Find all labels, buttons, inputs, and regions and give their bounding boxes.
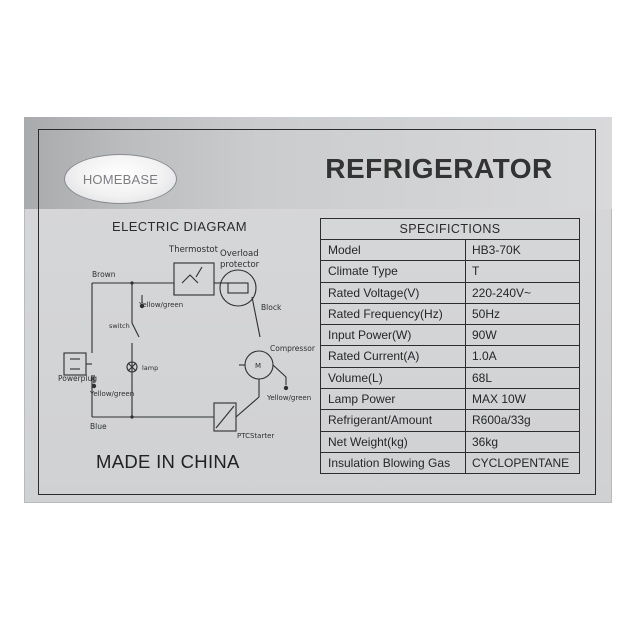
spec-row: Rated Frequency(Hz) 50Hz (321, 303, 579, 326)
electric-diagram: Thermostot Overload protector Brown Yell… (58, 245, 316, 440)
label-switch: switch (109, 322, 130, 330)
spec-row: Rated Current(A) 1.0A (321, 346, 579, 368)
spec-row: Model HB3-70K (321, 240, 579, 262)
spec-value: 50Hz (472, 306, 501, 321)
spec-row: Climate Type T (321, 261, 579, 283)
diagram-title: ELECTRIC DIAGRAM (112, 219, 247, 234)
rating-label-plate: HOMEBASE REFRIGERATOR ELECTRIC DIAGRAM (24, 117, 612, 503)
label-blue: Blue (90, 422, 107, 431)
spec-value: T (472, 264, 480, 279)
spec-key: Volume(L) (321, 367, 466, 389)
label-powerplug: Powerplug (58, 374, 97, 383)
spec-key: Insulation Blowing Gas (321, 452, 466, 474)
spec-value: CYCLOPENTANE (472, 455, 570, 470)
spec-row: Insulation Blowing Gas CYCLOPENTANE (321, 452, 579, 474)
spec-key: Rated Current(A) (321, 346, 466, 367)
label-overload-1: Overload (220, 249, 259, 259)
overload-protector (219, 269, 257, 307)
spec-row: Net Weight(kg) 36kg (321, 431, 579, 453)
spec-value: HB3-70K (472, 243, 521, 257)
brand-logo: HOMEBASE (64, 154, 177, 204)
specifications-header: SPECIFICTIONS (321, 219, 579, 240)
spec-key: Rated Voltage(V) (321, 282, 466, 303)
brand-logo-text: HOMEBASE (82, 171, 159, 187)
spec-key: Rated Frequency(Hz) (321, 303, 466, 325)
specifications-rows: Model HB3-70K Climate Type T Rated Voltage(V… (321, 240, 579, 474)
spec-row: Input Power(W) 90W (321, 325, 579, 347)
spec-value: R600a/33g (472, 413, 531, 428)
spec-value: 36kg (472, 434, 499, 449)
label-yellow-green-2: Yellow/green (89, 390, 134, 398)
spec-key: Input Power(W) (321, 325, 466, 346)
spec-value: 220-240V~ (472, 285, 532, 300)
label-compressor: Compressor (270, 344, 316, 353)
spec-value: 1.0A (472, 349, 497, 364)
label-motor: M (255, 362, 261, 370)
spec-value: 68L (472, 370, 493, 385)
spec-value: MAX 10W (472, 392, 527, 407)
label-overload-2: protector (220, 260, 260, 270)
spec-key: Refrigerant/Amount (321, 410, 466, 431)
thermostat-switch (181, 266, 203, 284)
spec-row: Volume(L) 68L (321, 367, 579, 390)
spec-row: Refrigerant/Amount R600a/33g (321, 410, 579, 432)
made-in-text: MADE IN CHINA (96, 451, 240, 472)
label-yellow-green-1: Yellow/green (138, 301, 183, 309)
power-plug (63, 352, 87, 376)
label-block: Block (261, 303, 282, 312)
label-inner-frame (38, 129, 596, 495)
switch-contact (131, 322, 140, 338)
product-title: REFRIGERATOR (325, 153, 553, 184)
spec-row: Lamp Power MAX 10W (321, 389, 579, 411)
spec-key: Net Weight(kg) (321, 431, 466, 452)
spec-key: Lamp Power (321, 389, 466, 410)
spec-value: 90W (472, 328, 497, 343)
lamp-symbol (126, 361, 138, 373)
label-lamp: lamp (142, 364, 158, 372)
label-thermostat: Thermostot (168, 245, 219, 255)
spec-row: Rated Voltage(V) 220-240V~ (321, 282, 579, 304)
label-yellow-green-3: Yellow/green (266, 394, 311, 402)
label-brown: Brown (92, 270, 116, 279)
spec-key: Model (321, 240, 466, 261)
spec-key: Climate Type (321, 261, 466, 282)
wire-block (251, 296, 261, 338)
label-ptc-starter: PTCStarter (237, 432, 274, 440)
thermostat-box (173, 262, 215, 296)
